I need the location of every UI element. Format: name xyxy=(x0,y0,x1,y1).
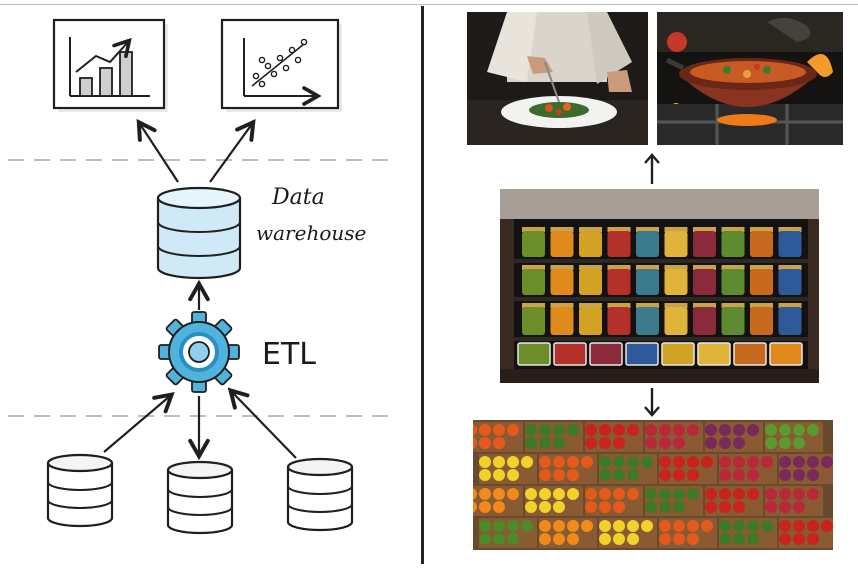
data-pipeline-diagram: Data warehouse ETL xyxy=(0,0,420,564)
arrow-source-left-to-etl xyxy=(103,391,175,453)
pantry-shelf-photo xyxy=(500,189,819,383)
arrow-up-icon xyxy=(642,152,662,186)
pipeline-svg: Data warehouse ETL xyxy=(8,18,392,535)
data-warehouse-database-icon xyxy=(156,186,242,280)
panel-divider xyxy=(421,6,424,564)
source-database-icon-right xyxy=(286,457,354,532)
pan-on-stove-photo xyxy=(657,12,843,145)
source-database-icon-left xyxy=(46,453,114,528)
warehouse-label-line2: warehouse xyxy=(256,221,366,245)
bar-chart-icon xyxy=(52,18,168,112)
chef-plating-photo xyxy=(467,12,648,145)
top-border-line xyxy=(0,4,858,5)
etl-label: ETL xyxy=(262,337,316,372)
scatter-plot-icon xyxy=(220,18,342,112)
arrow-source-right-to-etl xyxy=(227,387,297,459)
arrow-to-scatter-plot xyxy=(209,118,256,183)
warehouse-label-line1: Data xyxy=(271,185,325,210)
arrow-down-icon xyxy=(642,386,662,418)
kitchen-analogy-panel xyxy=(424,0,858,564)
source-database-icon-center xyxy=(166,460,234,535)
arrow-to-bar-chart xyxy=(136,118,179,183)
vegetable-market-photo xyxy=(473,420,833,550)
gear-icon xyxy=(158,311,240,393)
